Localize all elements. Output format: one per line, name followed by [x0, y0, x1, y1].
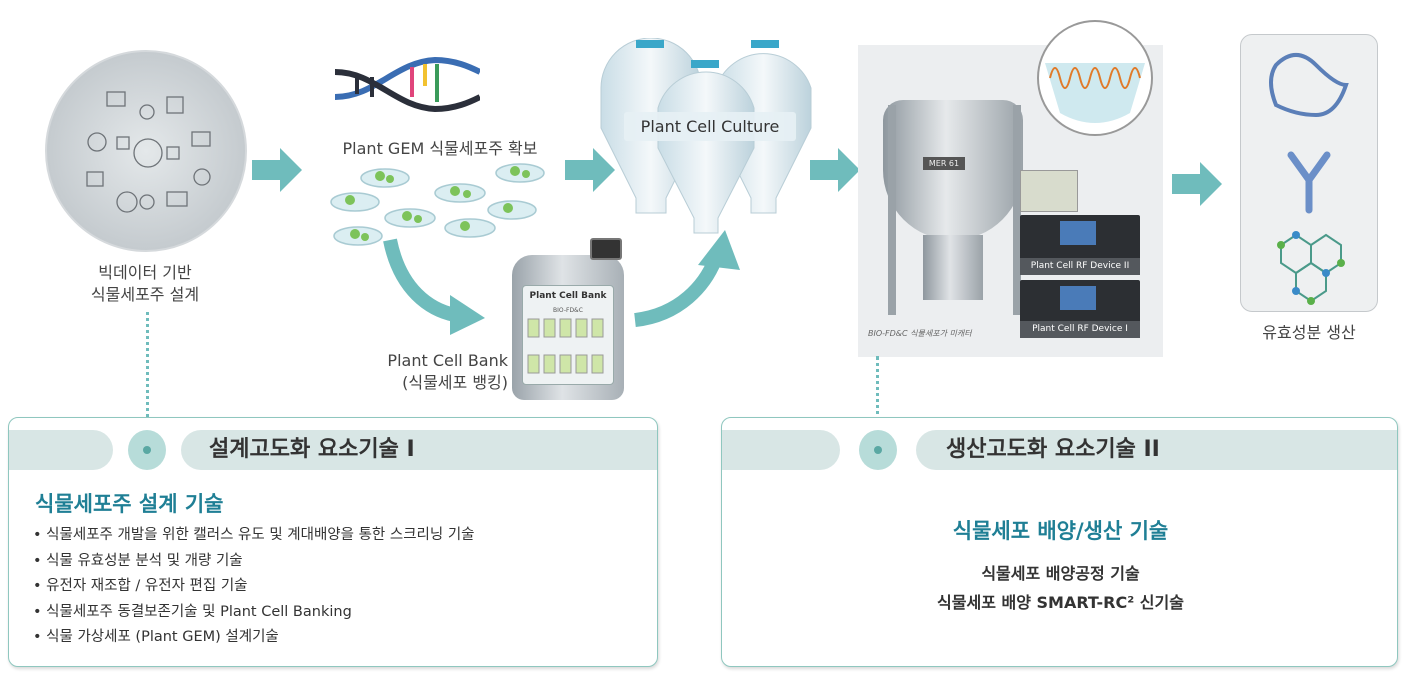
- rf-device-2-label: Plant Cell RF Device II: [1020, 258, 1140, 275]
- bank-label-line1: Plant Cell Bank: [387, 351, 508, 370]
- bigdata-label-line2: 식물세포주 설계: [90, 285, 200, 304]
- reactor-caption: BIO-FD&C 식물세포가 미캐터: [868, 329, 972, 338]
- connector-dotted-line: [876, 356, 879, 446]
- rf-device-1-label: Plant Cell RF Device I: [1020, 321, 1140, 338]
- panel-right-title: 생산고도화 요소기술 II: [916, 430, 1397, 470]
- bank-label-line2: (식물세포 뱅킹): [402, 373, 508, 392]
- panel-left-list: • 식물세포주 개발을 위한 캘러스 유도 및 계대배양을 통한 스크리닝 기술…: [33, 523, 475, 651]
- band-left: [722, 430, 840, 470]
- bigdata-label-line1: 빅데이터 기반: [98, 263, 192, 282]
- list-item-text: 식물세포주 개발을 위한 캘러스 유도 및 계대배양을 통한 스크리닝 기술: [46, 527, 475, 543]
- list-item-text: 식물세포주 동결보존기술 및 Plant Cell Banking: [46, 603, 352, 620]
- panel-production-tech: 생산고도화 요소기술 II 식물세포 배양/생산 기술 식물세포 배양공정 기술…: [721, 417, 1398, 667]
- icons-pattern-icon: [86, 91, 211, 213]
- vials-icon: [527, 318, 604, 374]
- curved-arrow-icon: [633, 230, 740, 327]
- panel-left-subtitle: 식물세포주 설계 기술: [35, 492, 224, 516]
- bioreactor-image: MER 61 BIO-FD&C 식물세포가 미캐터 Plant Cell RF …: [858, 45, 1163, 357]
- panel-right-line1: 식물세포 배양공정 기술: [981, 564, 1140, 583]
- gem-label: Plant GEM 식물세포주 확보: [342, 139, 538, 158]
- product-label: 유효성분 생산: [1262, 323, 1356, 342]
- petri-dishes-image: [330, 163, 545, 246]
- arrow-right-icon: [810, 148, 860, 192]
- panel-right-line2: 식물세포 배양 SMART-RC² 신기술: [937, 593, 1184, 612]
- list-item: • 식물 유효성분 분석 및 개량 기술: [33, 552, 243, 569]
- arrow-right-icon: [252, 148, 302, 192]
- bank-label: Plant Cell Bank (식물세포 뱅킹): [360, 350, 508, 394]
- arrow-right-icon: [1172, 162, 1222, 206]
- protein-antibody-molecule-icon: [1269, 53, 1349, 305]
- list-item-text: 식물 가상세포 (Plant GEM) 설계기술: [46, 629, 279, 645]
- culture-label: Plant Cell Culture: [624, 112, 796, 141]
- panel-design-tech: 설계고도화 요소기술 I 식물세포주 설계 기술 • 식물세포주 개발을 위한 …: [8, 417, 658, 667]
- connector-dot-icon: [859, 430, 897, 470]
- product-box: [1240, 34, 1378, 312]
- cell-bank-tank-image: Plant Cell Bank BIO-FD&C: [512, 255, 624, 400]
- rf-device-1: Plant Cell RF Device I: [1020, 280, 1140, 338]
- list-item: • 식물 가상세포 (Plant GEM) 설계기술: [33, 629, 279, 645]
- oscilloscope-icon: [1020, 170, 1078, 212]
- list-item: • 식물세포주 동결보존기술 및 Plant Cell Banking: [33, 603, 352, 620]
- connector-dot-icon: [128, 430, 166, 470]
- curved-arrow-icon: [383, 238, 485, 335]
- connector-dotted-line: [146, 312, 149, 447]
- reactor-inset-icon: [1037, 20, 1153, 136]
- arrow-right-icon: [565, 148, 615, 192]
- list-item-text: 유전자 재조합 / 유전자 편집 기술: [46, 578, 248, 594]
- tank-brand: BIO-FD&C: [553, 307, 583, 314]
- panel-right-subtitle: 식물세포 배양/생산 기술: [952, 519, 1169, 543]
- band-left: [9, 430, 113, 470]
- tank-display-icon: [590, 238, 622, 260]
- rf-device-2: Plant Cell RF Device II: [1020, 215, 1140, 275]
- bigdata-label: 빅데이터 기반 식물세포주 설계: [40, 262, 250, 306]
- bigdata-circle-image: [45, 50, 247, 252]
- list-item-text: 식물 유효성분 분석 및 개량 기술: [46, 552, 243, 569]
- list-item: • 식물세포주 개발을 위한 캘러스 유도 및 계대배양을 통한 스크리닝 기술: [33, 527, 475, 543]
- panel-left-title: 설계고도화 요소기술 I: [181, 430, 657, 470]
- list-item: • 유전자 재조합 / 유전자 편집 기술: [33, 578, 248, 594]
- dna-logo-icon: [335, 56, 480, 113]
- reactor-tag: MER 61: [923, 157, 965, 170]
- tank-label: Plant Cell Bank: [529, 291, 607, 301]
